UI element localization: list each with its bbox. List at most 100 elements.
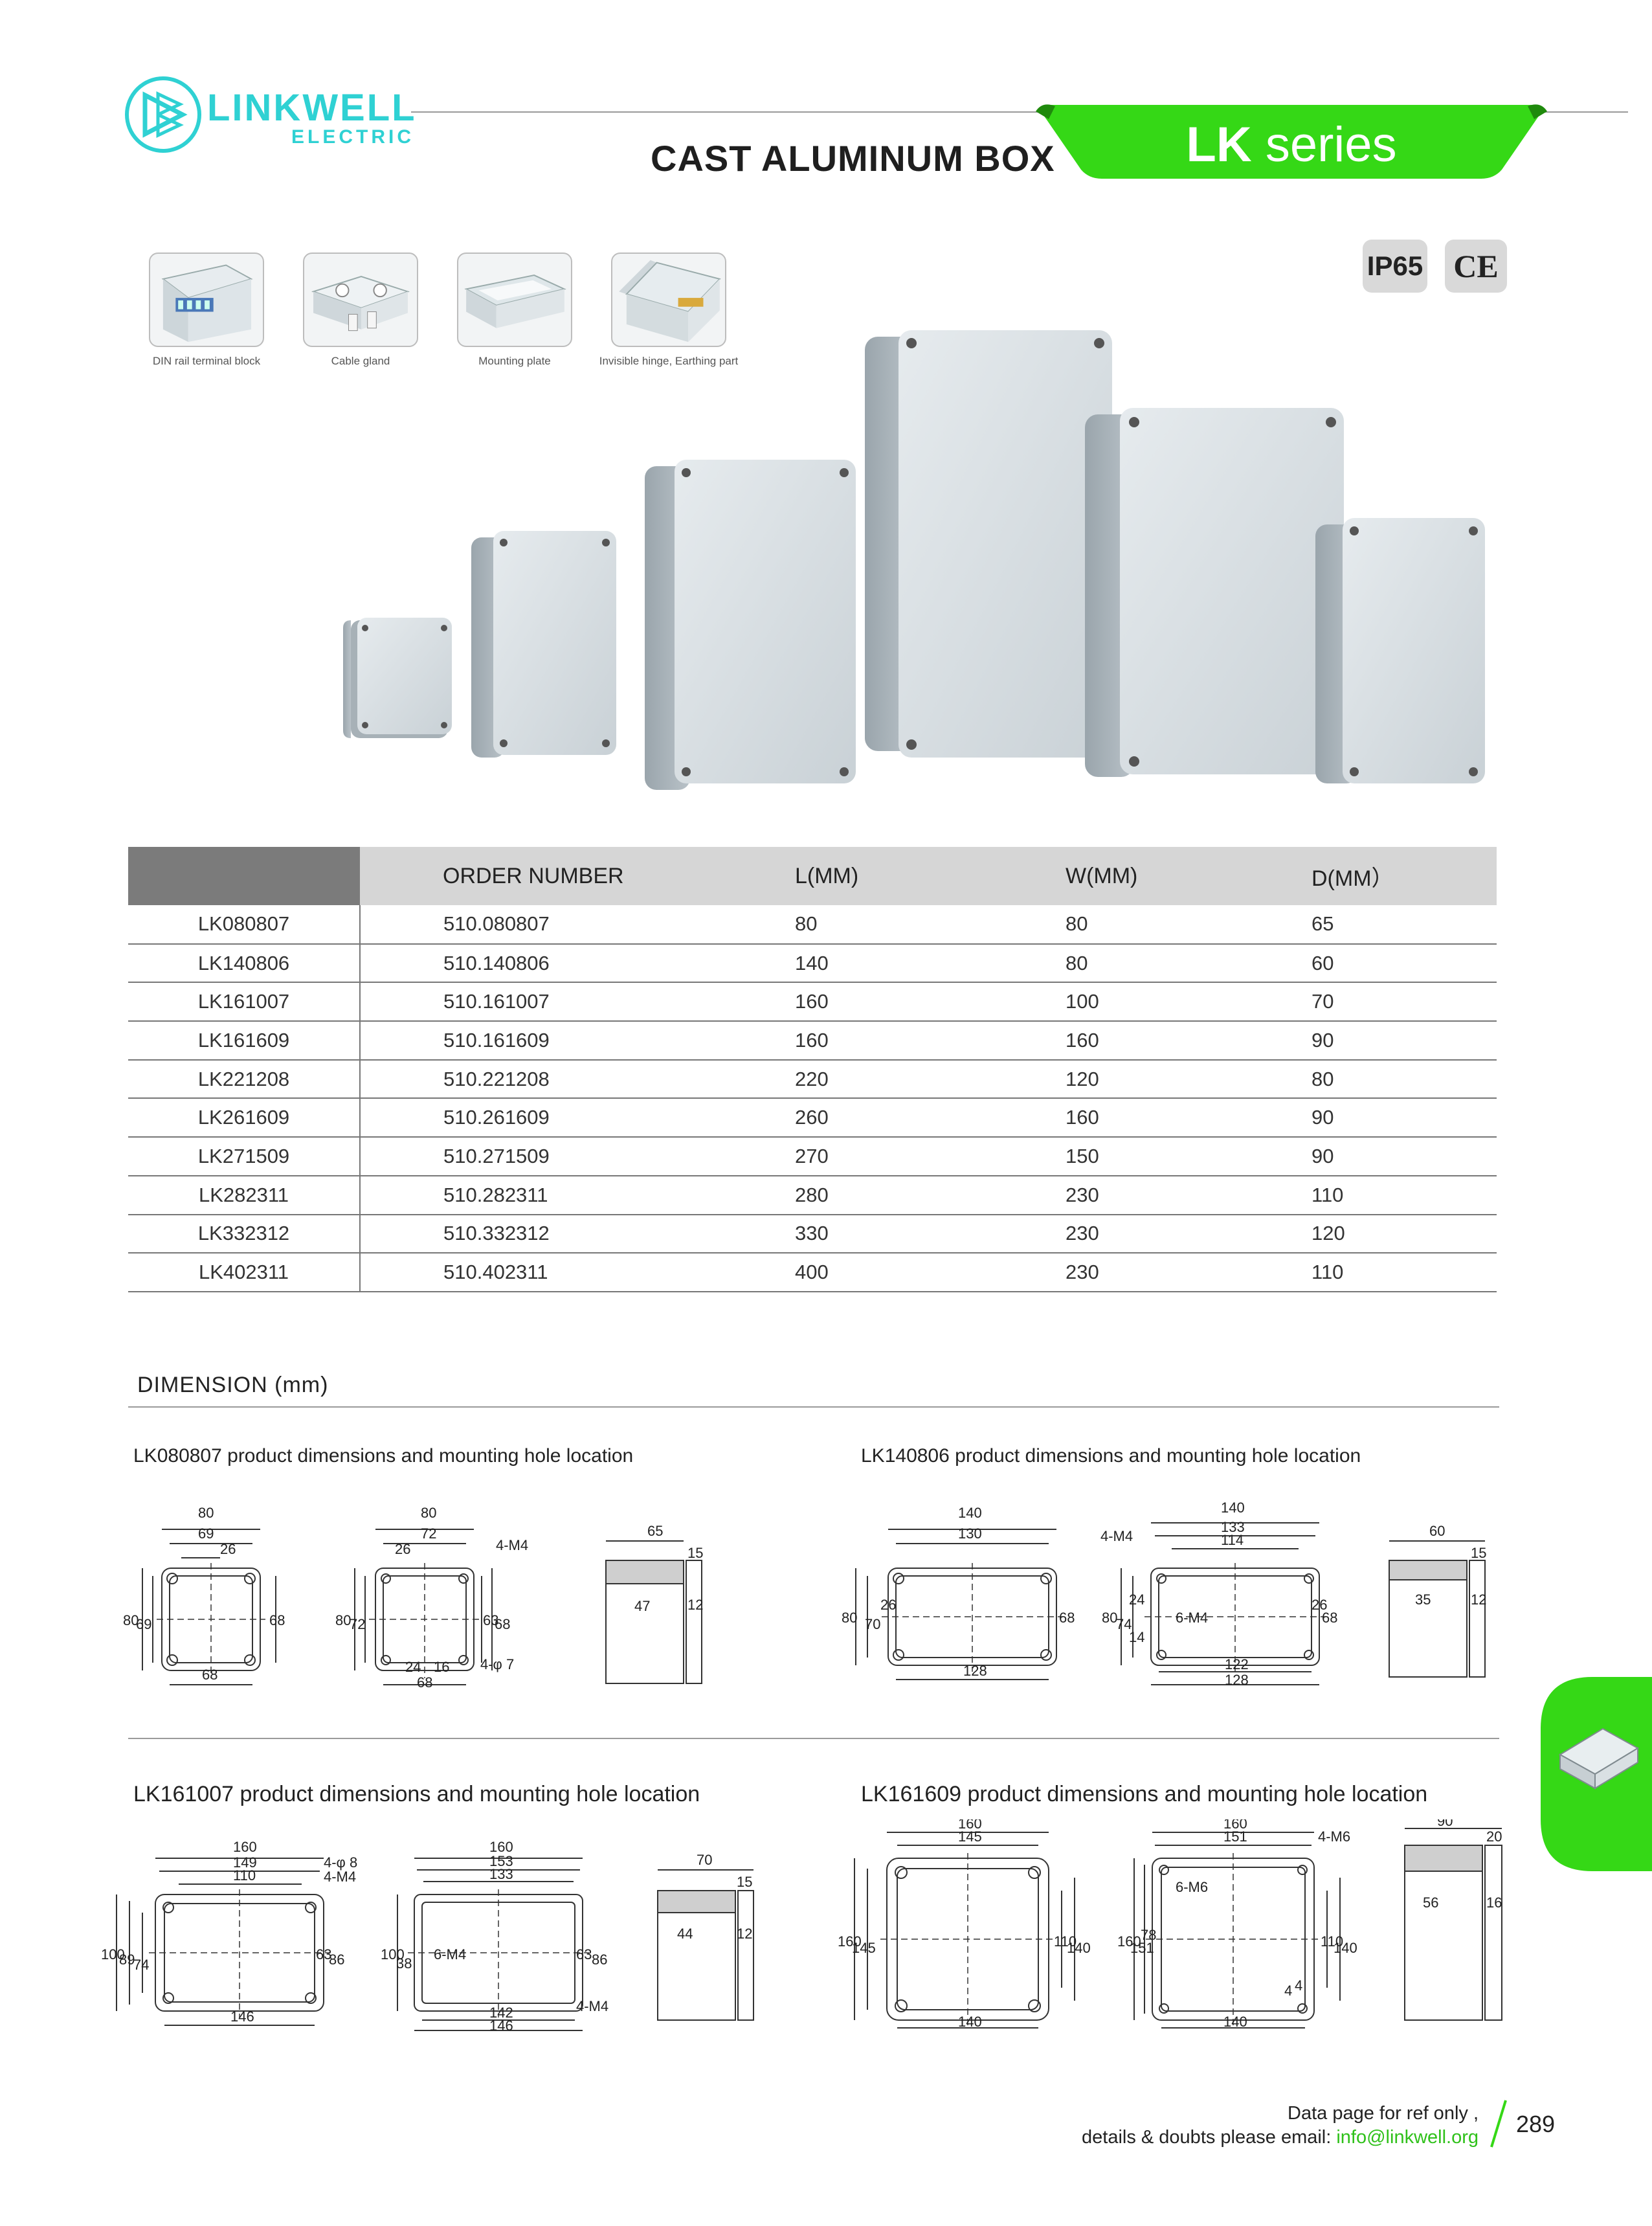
dim-label: 160 (958, 1819, 982, 1832)
series-code: LK (1186, 117, 1252, 172)
dim-label: 72 (350, 1616, 365, 1632)
depth-cell: 90 (1312, 1021, 1497, 1061)
dim-label: 142 (489, 2005, 513, 2021)
length-cell: 160 (795, 1021, 1066, 1061)
dim-label: 145 (958, 1828, 982, 1845)
dim-label: 153 (489, 1853, 513, 1869)
dim-label: 60 (1429, 1523, 1445, 1539)
dim-label: 160 (1223, 1819, 1247, 1832)
series-tab (1036, 104, 1547, 179)
dim-label: 80 (198, 1505, 214, 1521)
dim-label: 26 (220, 1541, 236, 1557)
dim-label: 70 (697, 1852, 712, 1868)
enclosure-icon (1559, 1727, 1639, 1790)
dim-label: 100 (101, 1946, 125, 1962)
product-box-2 (471, 531, 616, 758)
drawing-lk140806: 140 130 80 70 26 68 128 140 133 114 4-M4… (842, 1500, 1486, 1688)
length-header: L(MM) (795, 847, 1066, 905)
ip65-badge: IP65 (1363, 240, 1427, 293)
diagram-title-lk080807: LK080807 product dimensions and mounting… (133, 1445, 634, 1467)
dim-label: 133 (1221, 1519, 1245, 1535)
dim-label: 12 (687, 1597, 703, 1613)
dim-label: 16 (1486, 1894, 1502, 1911)
dim-label: 74 (1116, 1616, 1132, 1632)
length-cell: 260 (795, 1098, 1066, 1138)
model-cell: LK161609 (128, 1021, 361, 1061)
product-box-3 (645, 460, 856, 790)
dim-label: 24 (405, 1659, 421, 1675)
dim-label: 20 (1486, 1828, 1502, 1845)
dim-label: 149 (233, 1854, 257, 1871)
order-cell: 510.332312 (360, 1214, 795, 1254)
width-cell: 80 (1066, 905, 1312, 945)
dim-label: 65 (647, 1523, 663, 1539)
dim-label: 72 (421, 1525, 436, 1542)
dim-label: 6-M4 (1176, 1610, 1208, 1626)
dim-label: 26 (1312, 1597, 1327, 1613)
dim-label: 63 (576, 1946, 592, 1962)
dim-label: 4 (1295, 1977, 1302, 1994)
width-cell: 160 (1066, 1021, 1312, 1061)
dim-label: 151 (1130, 1940, 1154, 1956)
dim-label: 80 (123, 1612, 139, 1628)
dim-label: 122 (1225, 1656, 1249, 1672)
dim-label: 146 (230, 2008, 254, 2025)
dim-label: 68 (269, 1612, 285, 1628)
dim-label: 160 (1117, 1933, 1141, 1950)
dim-label: 44 (677, 1926, 693, 1942)
footer-email-link[interactable]: info@linkwell.org (1336, 2127, 1479, 2148)
dim-label: 47 (634, 1598, 650, 1614)
length-cell: 330 (795, 1214, 1066, 1254)
width-cell: 230 (1066, 1253, 1312, 1292)
dimension-rule (128, 1406, 1499, 1408)
dim-label: 68 (1322, 1610, 1337, 1626)
footer-disclaimer: Data page for ref only , (1288, 2103, 1479, 2124)
dim-label: 146 (489, 2018, 513, 2034)
dim-label: 140 (958, 2014, 982, 2030)
model-cell: LK402311 (128, 1253, 361, 1292)
dim-label: 6-M6 (1176, 1879, 1208, 1895)
drawing-lk161609: 160 145 160 145 110 140 140 160 151 4-M6… (838, 1819, 1502, 2030)
dim-label: 6-M4 (434, 1946, 466, 1962)
model-cell: LK140806 (128, 943, 361, 984)
width-cell: 150 (1066, 1137, 1312, 1176)
length-cell: 280 (795, 1175, 1066, 1215)
depth-cell: 90 (1312, 1137, 1497, 1176)
order-cell: 510.161007 (360, 982, 795, 1022)
dim-label: 26 (880, 1597, 896, 1613)
product-box-1 (343, 618, 452, 738)
feature-thumb-din-rail (149, 253, 264, 347)
dim-label: 4-M4 (496, 1537, 528, 1553)
dim-label: 56 (1423, 1894, 1438, 1911)
dim-label: 128 (963, 1663, 987, 1679)
dim-label: 110 (1321, 1933, 1343, 1950)
depth-cell: 65 (1312, 905, 1497, 945)
dim-label: 15 (737, 1874, 752, 1890)
width-header: W(MM) (1066, 847, 1312, 905)
depth-header: D(MM） (1312, 847, 1497, 905)
dim-label: 160 (233, 1839, 257, 1855)
order-cell: 510.402311 (360, 1253, 795, 1292)
dim-label: 140 (1223, 2014, 1247, 2030)
product-box-4 (865, 330, 1112, 758)
order-cell: 510.080807 (360, 905, 795, 945)
footer-divider-slash (1490, 2100, 1507, 2148)
depth-cell: 70 (1312, 982, 1497, 1022)
brand-subtitle: ELECTRIC (291, 126, 414, 148)
length-cell: 80 (795, 905, 1066, 945)
linkwell-logo-icon (125, 76, 201, 153)
width-cell: 230 (1066, 1175, 1312, 1215)
model-cell: LK221208 (128, 1059, 361, 1099)
width-cell: 100 (1066, 982, 1312, 1022)
series-suffix: series (1251, 117, 1397, 172)
dim-label: 12 (1471, 1591, 1486, 1608)
dim-label: 69 (198, 1525, 214, 1542)
dim-label: 140 (1221, 1500, 1245, 1516)
